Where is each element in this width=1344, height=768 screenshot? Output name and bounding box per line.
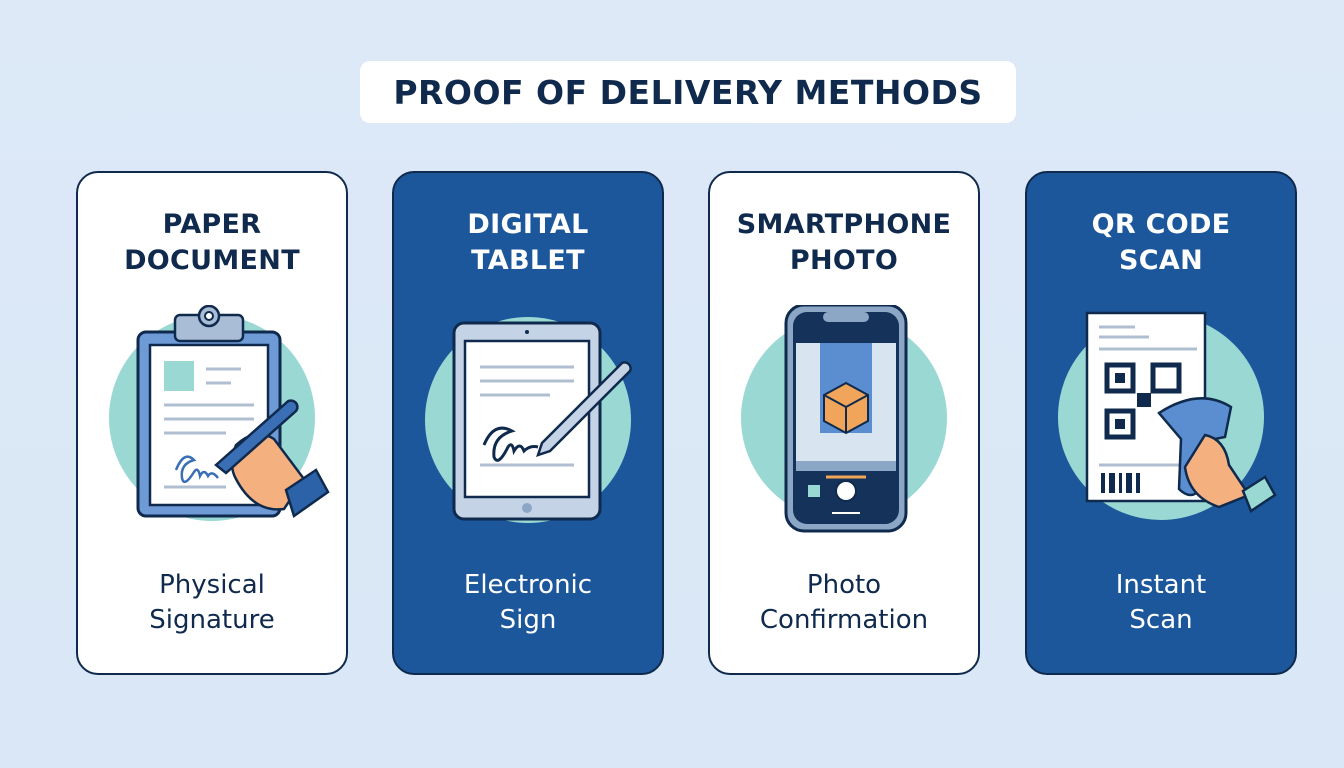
title-banner: PROOF OF DELIVERY METHODS xyxy=(360,61,1016,123)
tablet-stylus-icon xyxy=(392,305,664,555)
qr-scanner-icon xyxy=(1025,305,1297,555)
clipboard-signature-icon xyxy=(76,305,348,555)
page-title: PROOF OF DELIVERY METHODS xyxy=(393,72,983,112)
smartphone-camera-package-icon xyxy=(708,305,980,555)
